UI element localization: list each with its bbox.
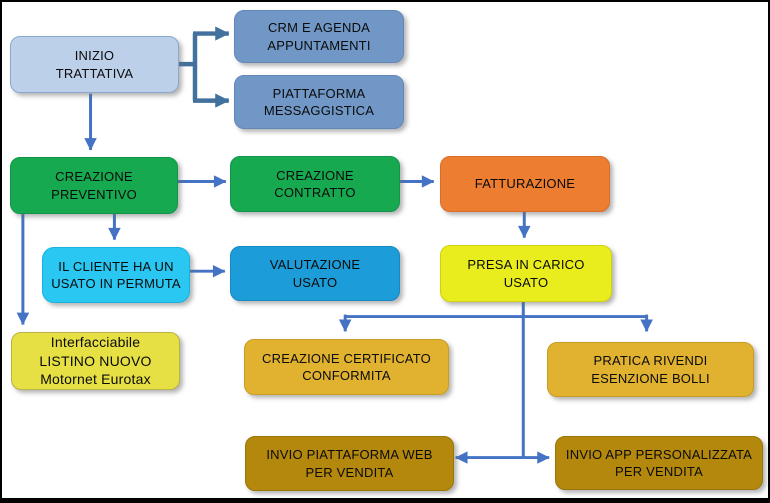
node-creazione-contratto: CREAZIONE CONTRATTO: [230, 156, 400, 212]
node-invio-piattaforma-web: INVIO PIATTAFORMA WEB PER VENDITA: [245, 436, 454, 491]
node-creazione-preventivo: CREAZIONE PREVENTIVO: [10, 157, 178, 214]
node-inizio-trattativa: INIZIO TRATTATIVA: [10, 36, 179, 93]
node-piattaforma-messaggistica: PIATTAFORMA MESSAGGISTICA: [234, 75, 404, 129]
node-creazione-certificato-conformita: CREAZIONE CERTIFICATO CONFORMITA: [244, 339, 449, 395]
node-cliente-usato-permuta: IL CLIENTE HA UN USATO IN PERMUTA: [42, 247, 190, 303]
node-valutazione-usato: VALUTAZIONE USATO: [230, 246, 400, 301]
node-invio-app-personalizzata: INVIO APP PERSONALIZZATA PER VENDITA: [555, 436, 763, 490]
node-listino-nuovo-motornet-eurotax: Interfacciabile LISTINO NUOVO Motornet E…: [11, 332, 180, 390]
node-fatturazione: FATTURAZIONE: [440, 156, 610, 212]
node-pratica-rivendi-esenzione-bolli: PRATICA RIVENDI ESENZIONE BOLLI: [547, 342, 754, 397]
node-presa-in-carico-usato: PRESA IN CARICO USATO: [440, 245, 612, 302]
node-crm-agenda-appuntamenti: CRM E AGENDA APPUNTAMENTI: [234, 10, 404, 63]
